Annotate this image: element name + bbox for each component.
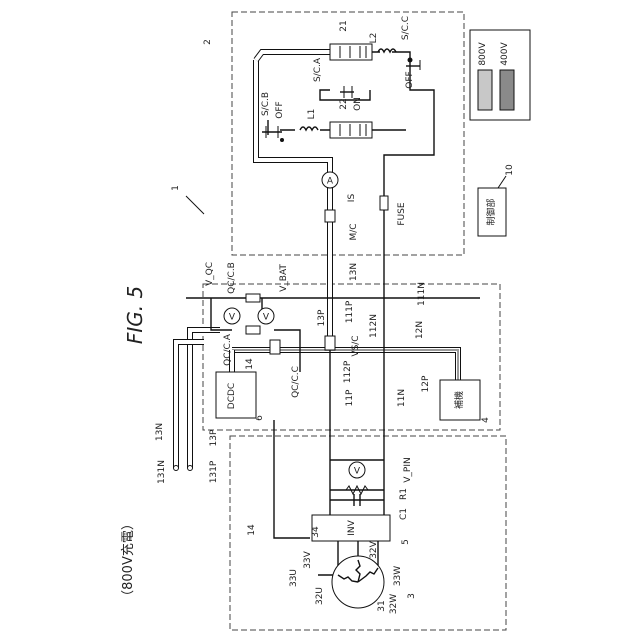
label-sc-b: S/C.B	[261, 92, 271, 116]
label-111p: 111P	[345, 300, 355, 323]
label-r1: R1	[399, 488, 409, 500]
label-32u: 32U	[315, 587, 325, 605]
terminal-131p	[174, 466, 179, 471]
ref-6: 6	[255, 415, 265, 421]
fuse	[380, 196, 388, 210]
ref-14b: 14	[247, 524, 257, 536]
ref-5: 5	[401, 539, 411, 545]
figure-title: FIG. 5	[123, 286, 147, 344]
main-contactor	[325, 210, 335, 222]
label-13p-mid: 13P	[317, 309, 327, 326]
label-l2: L2	[369, 33, 379, 44]
ref-3: 3	[407, 593, 417, 599]
label-v-pin: V_PIN	[403, 457, 413, 482]
battery-22	[330, 122, 372, 138]
terminal-131n	[188, 466, 193, 471]
label-off-c: OFF	[405, 71, 415, 88]
vs-contactor	[325, 336, 335, 350]
label-l1: L1	[307, 109, 317, 120]
label-12p: 12P	[421, 375, 431, 392]
label-32v: 32V	[369, 540, 379, 558]
label-qc-cb: QC/C.B	[227, 262, 237, 294]
ref-1: 1	[171, 185, 181, 191]
ref-2: 2	[203, 39, 213, 45]
switch-sc-b	[262, 126, 284, 142]
label-33v: 33V	[303, 550, 313, 568]
ammeter-symbol: A	[327, 177, 334, 187]
label-111n: 111N	[417, 282, 427, 306]
label-v-bat: V_BAT	[279, 264, 289, 292]
label-33w: 33W	[393, 566, 403, 586]
qc-contactor-c	[270, 340, 280, 354]
label-11n: 11N	[397, 389, 407, 407]
label-33u: 33U	[289, 569, 299, 587]
voltmeter-qc-symbol: V	[229, 313, 236, 323]
label-fuse: FUSE	[397, 202, 407, 225]
inductor-l1	[300, 127, 318, 130]
voltmeter-pin-symbol: V	[354, 467, 361, 477]
qc-contactor-b	[246, 294, 260, 302]
switch-sc-a	[340, 86, 354, 98]
label-32w: 32W	[389, 594, 399, 614]
label-13p-left: 13P	[209, 429, 219, 446]
label-13n-left: 13N	[155, 423, 165, 441]
label-v-qc: V_QC	[205, 262, 215, 286]
controller-ref: 10	[505, 164, 515, 176]
voltmeter-bat-symbol: V	[263, 313, 270, 323]
controller-label: 制御部	[485, 198, 497, 225]
ref-31: 31	[377, 600, 387, 611]
label-qc-cc: QC/C.C	[291, 366, 301, 398]
label-112n: 112N	[369, 314, 379, 338]
qc-contactor-a	[246, 326, 260, 334]
indicator-800v: 800V	[478, 41, 488, 65]
label-131n: 131N	[157, 460, 167, 484]
ref-4: 4	[481, 417, 491, 423]
label-131p: 131P	[209, 460, 219, 483]
label-c1: C1	[399, 508, 409, 520]
labels-layer: FIG. 5 （800V充電） 2 1 21 22 L2 L1 S/C.C OF…	[120, 16, 491, 614]
accessory-label: 補機	[453, 391, 465, 409]
label-sc-a: S/C.A	[313, 57, 323, 82]
indicator-400v: 400V	[500, 41, 510, 65]
battery-21	[330, 44, 372, 60]
ref-14a: 14	[245, 358, 255, 370]
label-112p: 112P	[343, 360, 353, 383]
ref-22: 22	[339, 98, 349, 109]
label-11p: 11P	[345, 389, 355, 406]
voltage-indicator: 800V 400V	[470, 30, 530, 120]
label-on: ON	[353, 97, 363, 111]
switch-sc-c	[406, 58, 420, 71]
label-sc-c: S/C.C	[401, 16, 411, 40]
ref-34: 34	[311, 526, 321, 538]
label-mc: M/C	[349, 223, 359, 240]
label-vs-c: VS/C	[351, 335, 361, 356]
inverter-label: INV	[347, 519, 357, 535]
ref-1-leader	[186, 196, 204, 214]
label-off-b: OFF	[275, 101, 285, 118]
mode-caption: （800V充電）	[120, 517, 136, 603]
ref-21: 21	[339, 20, 349, 31]
label-13n-top: 13N	[349, 263, 359, 281]
dcdc-label: DCDC	[227, 383, 237, 409]
label-12n: 12N	[415, 321, 425, 339]
label-is: IS	[347, 194, 357, 203]
label-qc-ca: QC/C.A	[223, 333, 233, 366]
